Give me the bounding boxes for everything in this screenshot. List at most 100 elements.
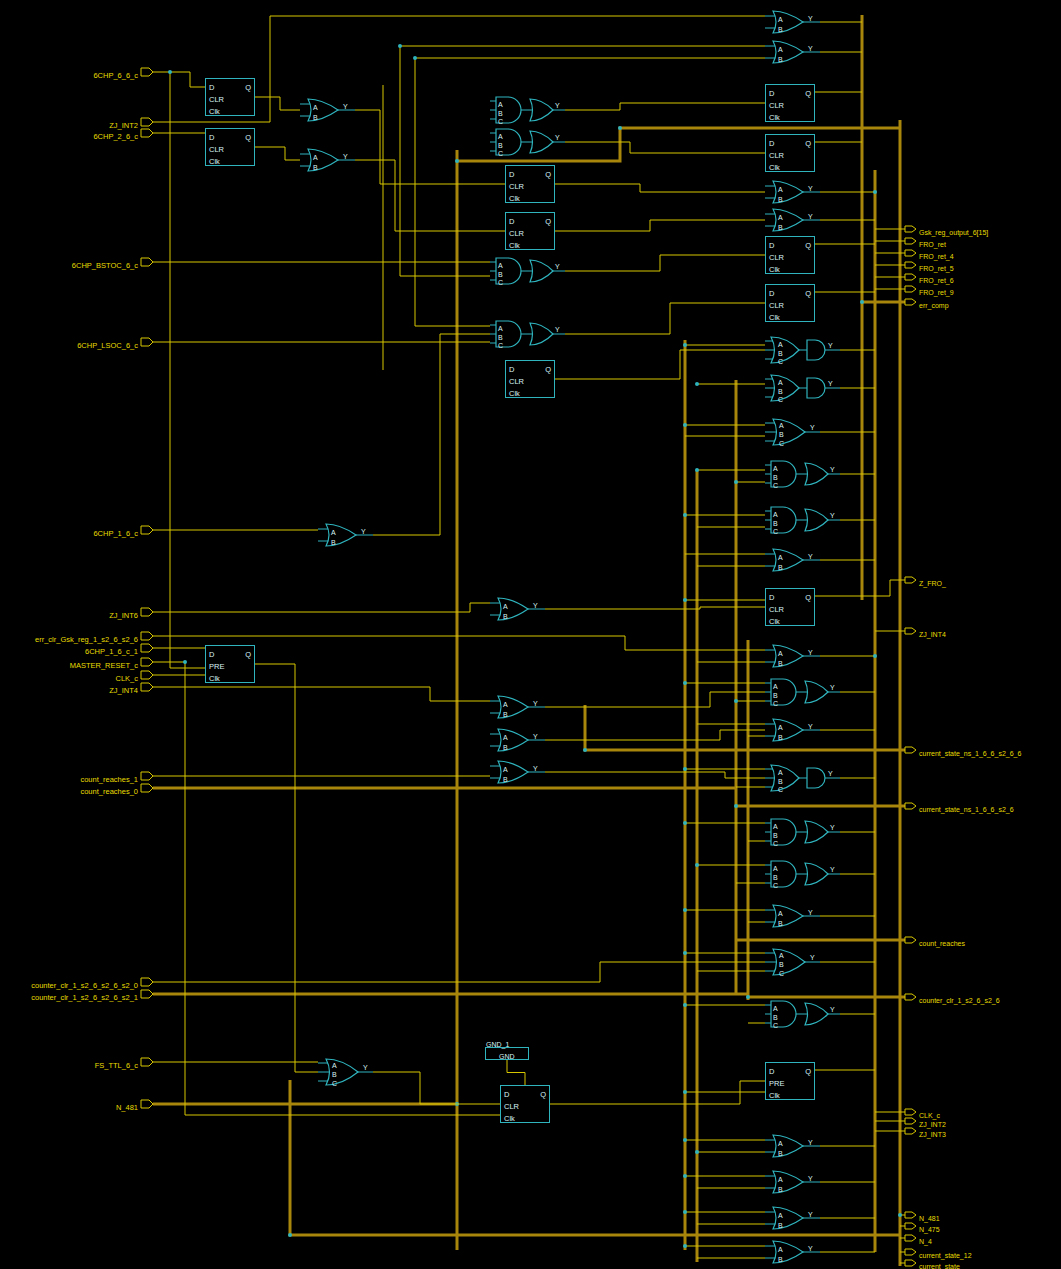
gate-pins (490, 701, 545, 713)
gate-symbol (765, 904, 820, 928)
pin-label: D (209, 650, 214, 659)
or-gate: ABY (765, 548, 820, 572)
pin-label: Y (830, 684, 835, 691)
gate-symbol (490, 760, 545, 784)
pin-label: CLR (769, 101, 784, 110)
preset-flip-flop: DQPREClk (205, 645, 255, 683)
signal-label: FRO_ret_9 (919, 289, 954, 296)
gate-symbol (490, 597, 545, 621)
pin-label: Q (805, 1067, 811, 1076)
pin-label: B (779, 431, 784, 438)
pin-label: B (778, 388, 783, 395)
gate-symbol (765, 548, 820, 572)
gate-outline (773, 905, 803, 927)
pin-label: Q (540, 1090, 546, 1099)
gate-outline (496, 97, 553, 123)
pin-label: D (209, 83, 214, 92)
wire (255, 664, 318, 1072)
signal-wire (685, 345, 765, 1258)
pin-label: Clk (769, 113, 780, 122)
pin-label: C (498, 279, 503, 286)
pin-label: D (769, 241, 774, 250)
wire (507, 1060, 525, 1085)
pin-label: C (498, 150, 503, 157)
signal-label: counter_clr_1_s2_6_s2_6_s2_1 (31, 993, 138, 1002)
wire (373, 1072, 500, 1104)
wire (555, 184, 765, 192)
and-or-gate: ABCY (765, 818, 840, 846)
flip-flop: DQCLRClk (205, 128, 255, 166)
pin-label: A (778, 46, 783, 53)
pin-label: Y (828, 380, 833, 387)
wire (545, 772, 765, 778)
gate-outline (771, 861, 828, 887)
pin-label: GND (499, 1053, 515, 1060)
gate-outline (496, 129, 553, 155)
gate-symbol (765, 336, 840, 364)
signal-label: err_comp (919, 302, 949, 309)
gate-symbol (300, 98, 355, 122)
pin-label: C (778, 396, 783, 403)
gate-outline (496, 258, 553, 284)
pin-label: B (498, 142, 503, 149)
pin-label: Q (245, 83, 251, 92)
gate-symbol (765, 418, 820, 446)
gate-outline (498, 696, 528, 718)
gate-outline (496, 321, 553, 347)
pin-label: B (778, 224, 783, 231)
pin-label: Y (828, 342, 833, 349)
or-gate: ABY (300, 98, 355, 122)
pin-label: B (778, 1256, 783, 1263)
signal-label: ZJ_INT4 (109, 686, 138, 695)
pin-label: Y (830, 866, 835, 873)
pin-label: Clk (769, 1091, 780, 1100)
pin-label: A (778, 724, 783, 731)
and-or-gate: ABCY (490, 96, 565, 124)
or3-gate: ABCY (318, 1058, 373, 1086)
pin-label: Y (828, 770, 833, 777)
signal-label: N_4 (919, 1238, 932, 1245)
signal-label: FRO_ret_6 (919, 277, 954, 284)
gate-pins (300, 104, 355, 116)
bus-wire (153, 128, 905, 1235)
signal-label: CLK_c (919, 1112, 940, 1119)
pin-label: A (778, 16, 783, 23)
pin-label: Y (808, 185, 813, 192)
pin-label: B (331, 539, 336, 546)
pin-label: Q (805, 593, 811, 602)
pin-label: D (509, 365, 514, 374)
gate-symbol (765, 10, 820, 34)
pin-label: A (503, 734, 508, 741)
gate-pins (765, 341, 840, 359)
pin-label: Y (361, 528, 366, 535)
gate-outline (771, 1001, 828, 1027)
pin-label: A (773, 823, 778, 830)
pin-label: CLR (209, 145, 224, 154)
pin-label: B (498, 334, 503, 341)
pin-label: C (773, 1022, 778, 1029)
gate-outline (773, 949, 805, 975)
or-and-gate: ABCY (765, 374, 840, 402)
gate-symbol (765, 180, 820, 204)
pin-label: Y (808, 553, 813, 560)
flip-flop: DQCLRClk (765, 134, 815, 172)
bus-wire (457, 15, 900, 1266)
pin-label: B (332, 1071, 337, 1078)
signal-label: FS_TTL_6_c (95, 1061, 138, 1070)
pin-label: D (769, 1067, 774, 1076)
pin-label: B (773, 474, 778, 481)
signal-label: FRO_ret_5 (919, 265, 954, 272)
signal-label: current_state_ns_1_6_6_s2_6_6 (919, 750, 1021, 757)
wire (355, 160, 505, 231)
gate-outline (498, 598, 528, 620)
wire (355, 110, 505, 184)
signal-label: current_state_ns_1_6_6_s2_6 (919, 806, 1014, 813)
gate-pins (765, 650, 820, 662)
pin-label: A (778, 1246, 783, 1253)
pin-label: A (778, 769, 783, 776)
pin-label: Clk (509, 241, 520, 250)
pin-label: Q (245, 133, 251, 142)
